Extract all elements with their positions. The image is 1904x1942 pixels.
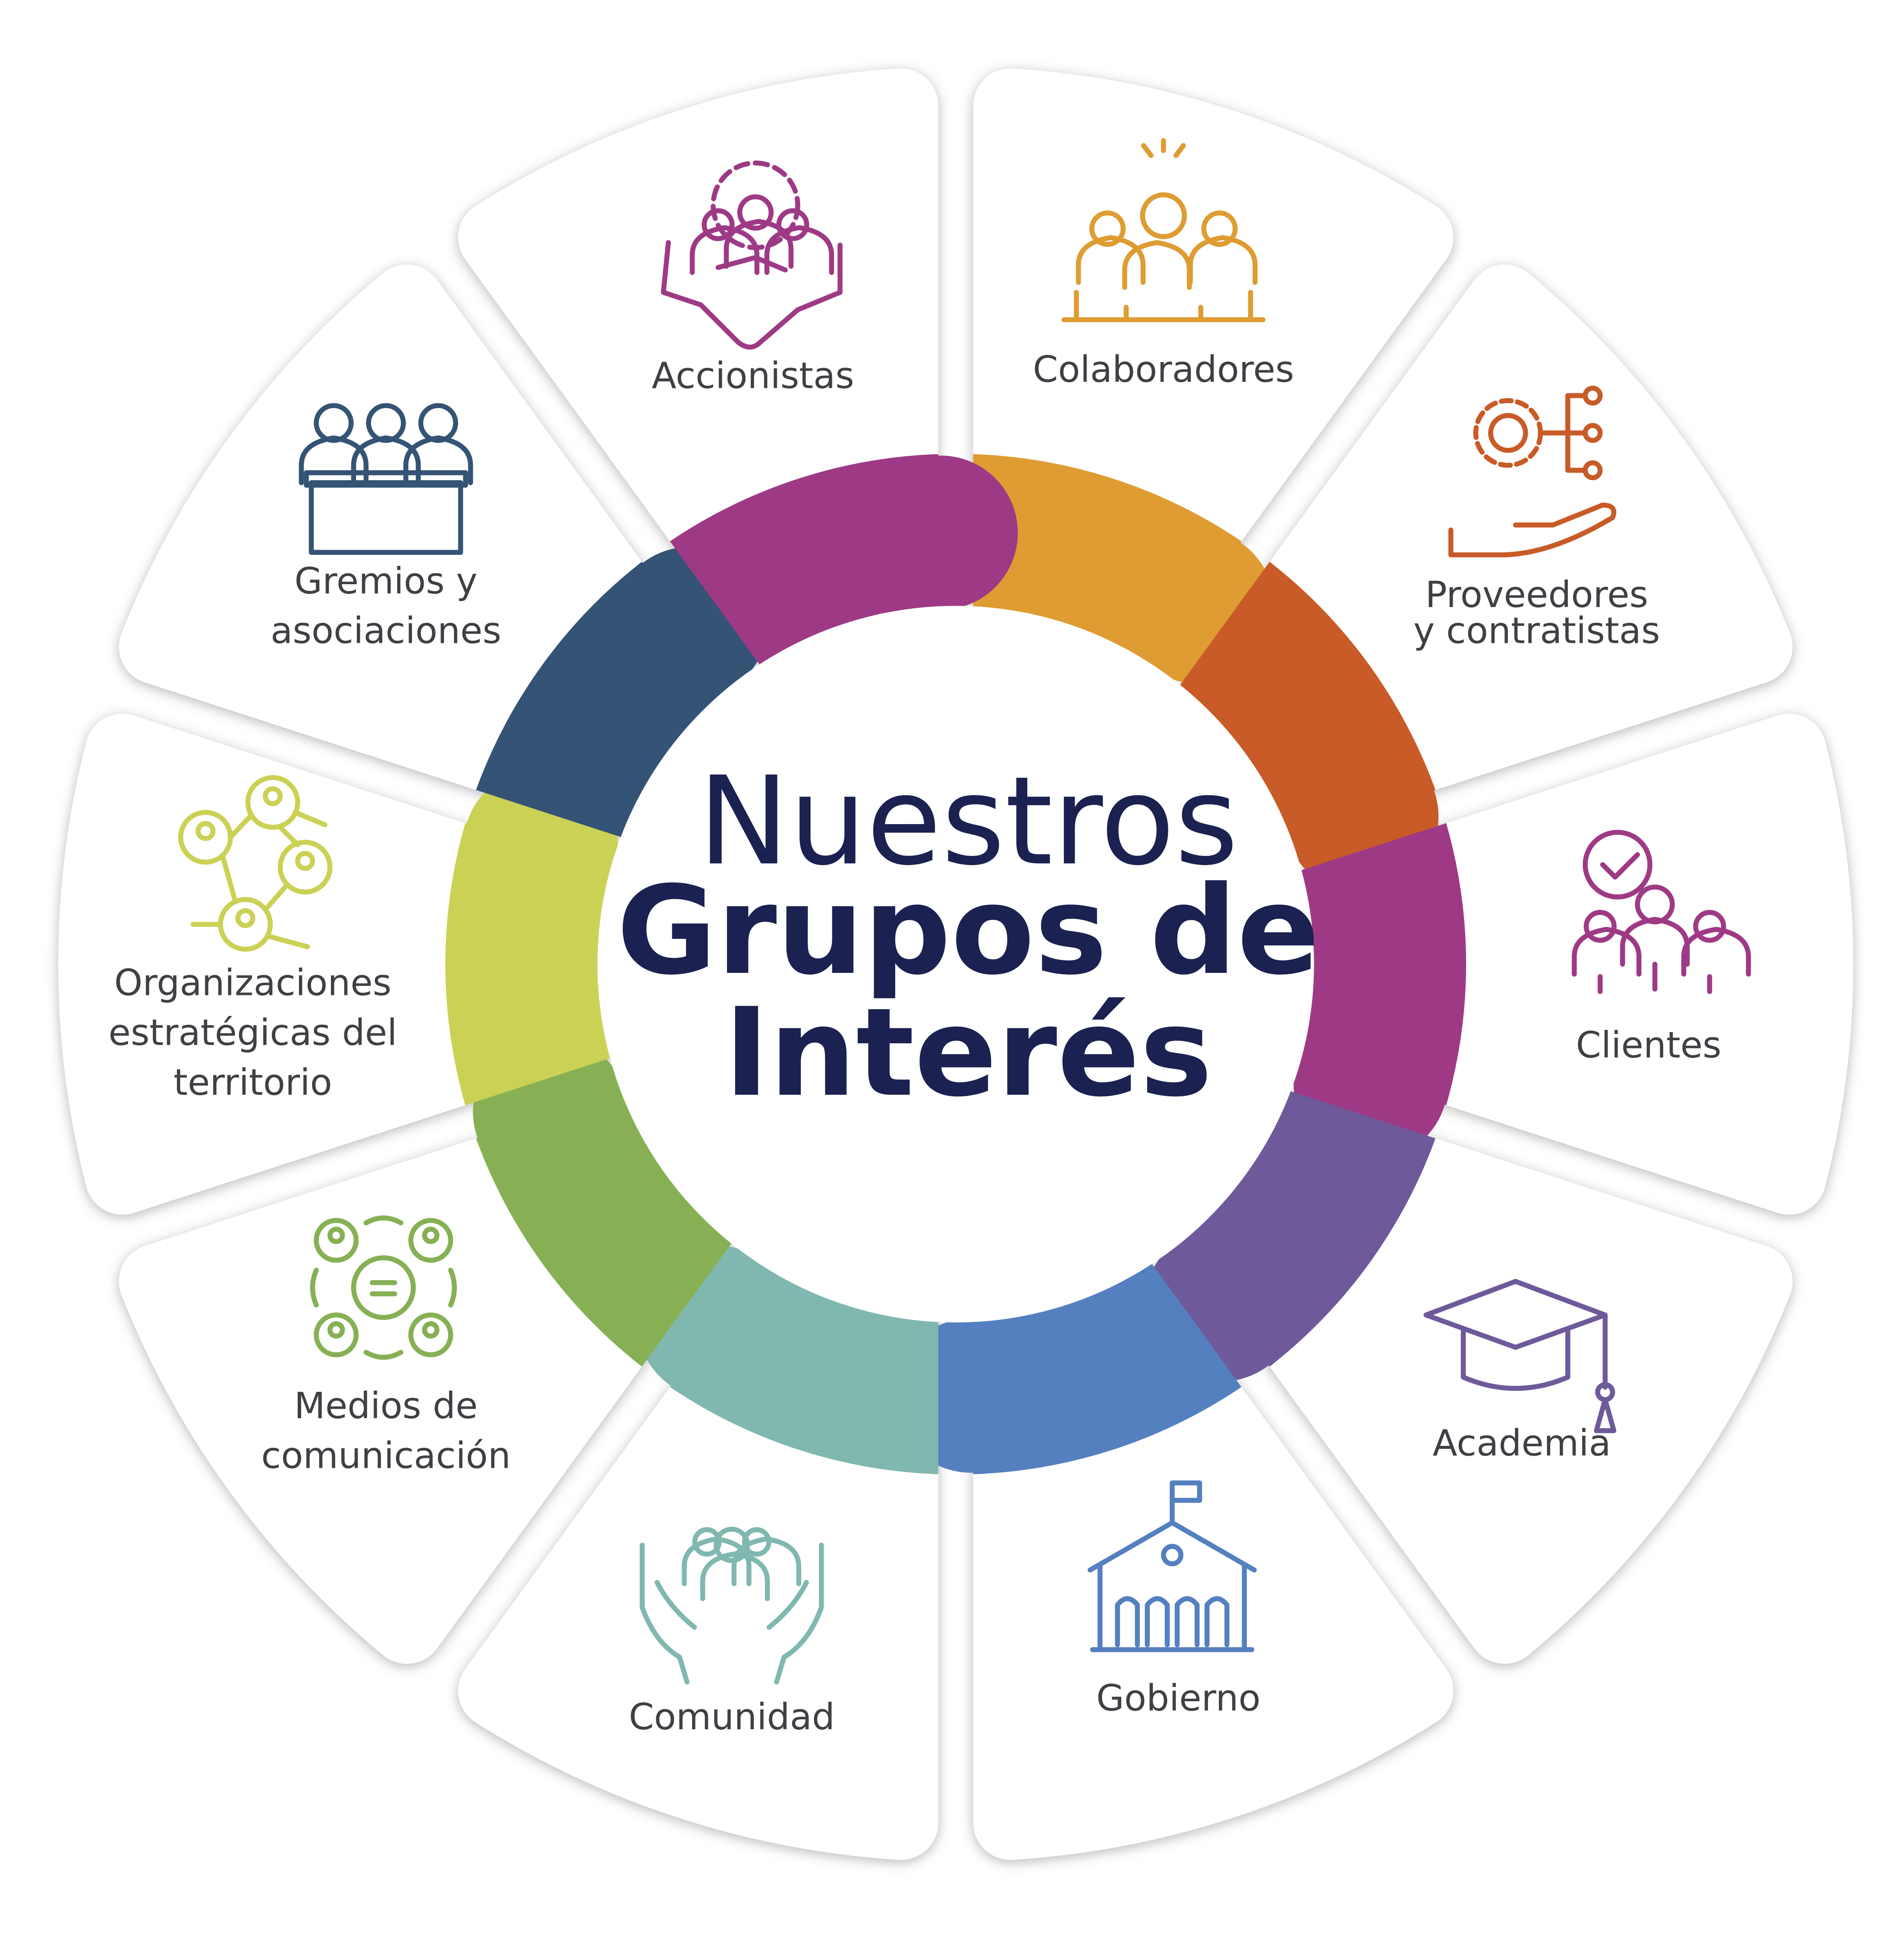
color-ring (445, 454, 1467, 1474)
stakeholder-group: Gobierno (1087, 1480, 1261, 1719)
panel-people-icon (299, 403, 473, 555)
stakeholder-group: Accionistas (651, 160, 854, 397)
stakeholder-group: Colaboradores (1033, 138, 1294, 390)
title-line-1: Nuestros (698, 750, 1238, 892)
government-building-icon (1087, 1480, 1257, 1652)
group-label: Accionistas (651, 355, 854, 397)
graduation-cap-icon (1423, 1279, 1617, 1433)
center-disc (597, 606, 1314, 1323)
stakeholder-group: Comunidad (629, 1527, 835, 1738)
group-label: estratégicas del (109, 1011, 397, 1054)
group-label: Proveedores (1425, 573, 1648, 616)
group-label: comunicación (261, 1434, 510, 1476)
group-label: Medios de (294, 1385, 478, 1427)
stakeholder-group: Organizaciones estratégicas del territorio (109, 775, 397, 1103)
group-label: Comunidad (629, 1696, 835, 1738)
handshake-gear-icon (661, 160, 843, 350)
gear-hand-network-icon (1448, 385, 1617, 557)
ring-bump (863, 455, 1018, 610)
team-icon (1061, 138, 1266, 322)
stakeholder-group: Clientes (1572, 830, 1751, 1066)
stakeholder-group: Medios de comunicación (261, 1215, 511, 1476)
stakeholder-group: Gremios y asociaciones (271, 403, 501, 652)
group-label: asociaciones (271, 610, 501, 652)
title-line-2: Grupos de (617, 860, 1319, 1002)
network-people-icon (178, 775, 333, 952)
community-hands-icon (639, 1527, 824, 1685)
group-label: Gremios y (294, 560, 477, 602)
group-label: Clientes (1576, 1024, 1721, 1066)
group-label: y contratistas (1413, 610, 1660, 652)
group-label: Academia (1432, 1422, 1611, 1464)
clients-check-icon (1572, 830, 1751, 994)
media-communication-icon (310, 1215, 457, 1360)
group-label: Organizaciones (114, 962, 392, 1004)
group-label: Colaboradores (1033, 348, 1294, 390)
stakeholder-group: Academia (1423, 1279, 1617, 1464)
title-line-3: Interés (724, 982, 1212, 1124)
group-label: territorio (173, 1061, 332, 1103)
group-label: Gobierno (1096, 1677, 1261, 1719)
